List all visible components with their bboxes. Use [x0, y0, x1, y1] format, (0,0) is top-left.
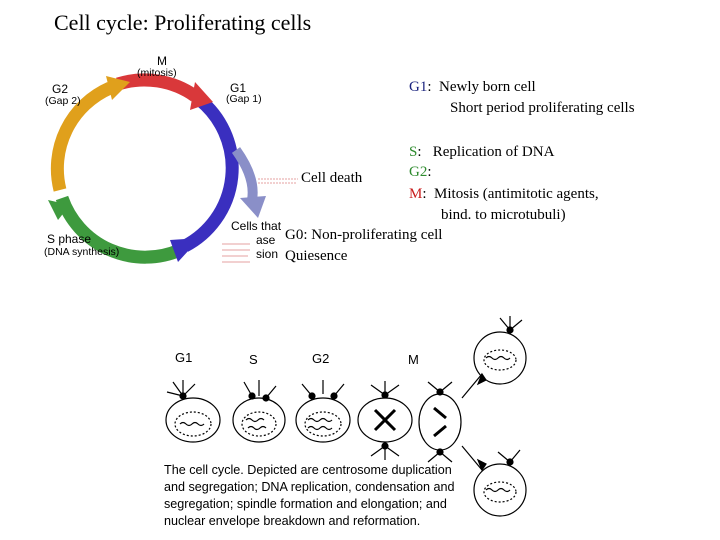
g2-arc: [50, 82, 113, 192]
legend-g1-key: G1: [409, 79, 428, 95]
legend-g1-text2: Short period proliferating cells: [450, 100, 635, 116]
stage-g1-label: G1: [175, 350, 193, 365]
legend-m-text2: bind. to microtubuli): [441, 207, 566, 223]
g0-exit-arrow: [231, 147, 258, 201]
figure-caption: The cell cycle. Depicted are centrosome …: [164, 463, 455, 528]
legend-g1-text: Newly born cell: [439, 79, 536, 95]
g1-phase-label: G1: [230, 81, 247, 95]
stage-g2-label: G2: [312, 351, 330, 366]
division-label: sion: [256, 247, 279, 261]
stage-s-label: S: [249, 352, 258, 367]
m-phase-label: M: [157, 54, 167, 68]
m-arrowhead: [190, 82, 213, 110]
cease-label: ase: [256, 233, 276, 247]
legend-g1: G1: Newly born cell: [409, 79, 536, 95]
s-arc: [55, 195, 183, 264]
page-title: Cell cycle: Proliferating cells: [54, 10, 312, 35]
legend-g2: G2:: [409, 164, 432, 180]
s-phase-label: S phase: [47, 232, 92, 246]
g2-phase-sublabel: (Gap 2): [45, 95, 81, 107]
cell-death-label: Cell death: [301, 170, 363, 186]
g1-phase-sublabel: (Gap 1): [226, 93, 262, 105]
legend-m: M: Mitosis (antimitotic agents,: [409, 186, 599, 202]
cells-that-label: Cells that: [231, 219, 282, 233]
legend-g2-key: G2: [409, 164, 428, 180]
legend-m-key: M: [409, 186, 423, 202]
division-illustration: [165, 316, 527, 517]
g1-arrowhead: [170, 238, 200, 262]
m-phase-sublabel: (mitosis): [137, 67, 177, 79]
legend-s: S: Replication of DNA: [409, 144, 555, 160]
legend-m-text: Mitosis (antimitotic agents,: [434, 186, 599, 202]
g2-phase-label: G2: [52, 82, 69, 96]
g2-arrowhead: [106, 76, 130, 100]
stage-m-label: M: [408, 352, 419, 367]
legend-s-text: Replication of DNA: [432, 144, 555, 160]
legend-g0: G0: Non-proliferating cell: [285, 227, 443, 243]
legend-s-key: S: [409, 144, 418, 160]
legend-g0-text2: Quiesence: [285, 248, 348, 264]
s-arrowhead: [48, 200, 70, 220]
s-phase-sublabel: (DNA synthesis): [44, 246, 120, 258]
g1-arc: [181, 94, 239, 252]
